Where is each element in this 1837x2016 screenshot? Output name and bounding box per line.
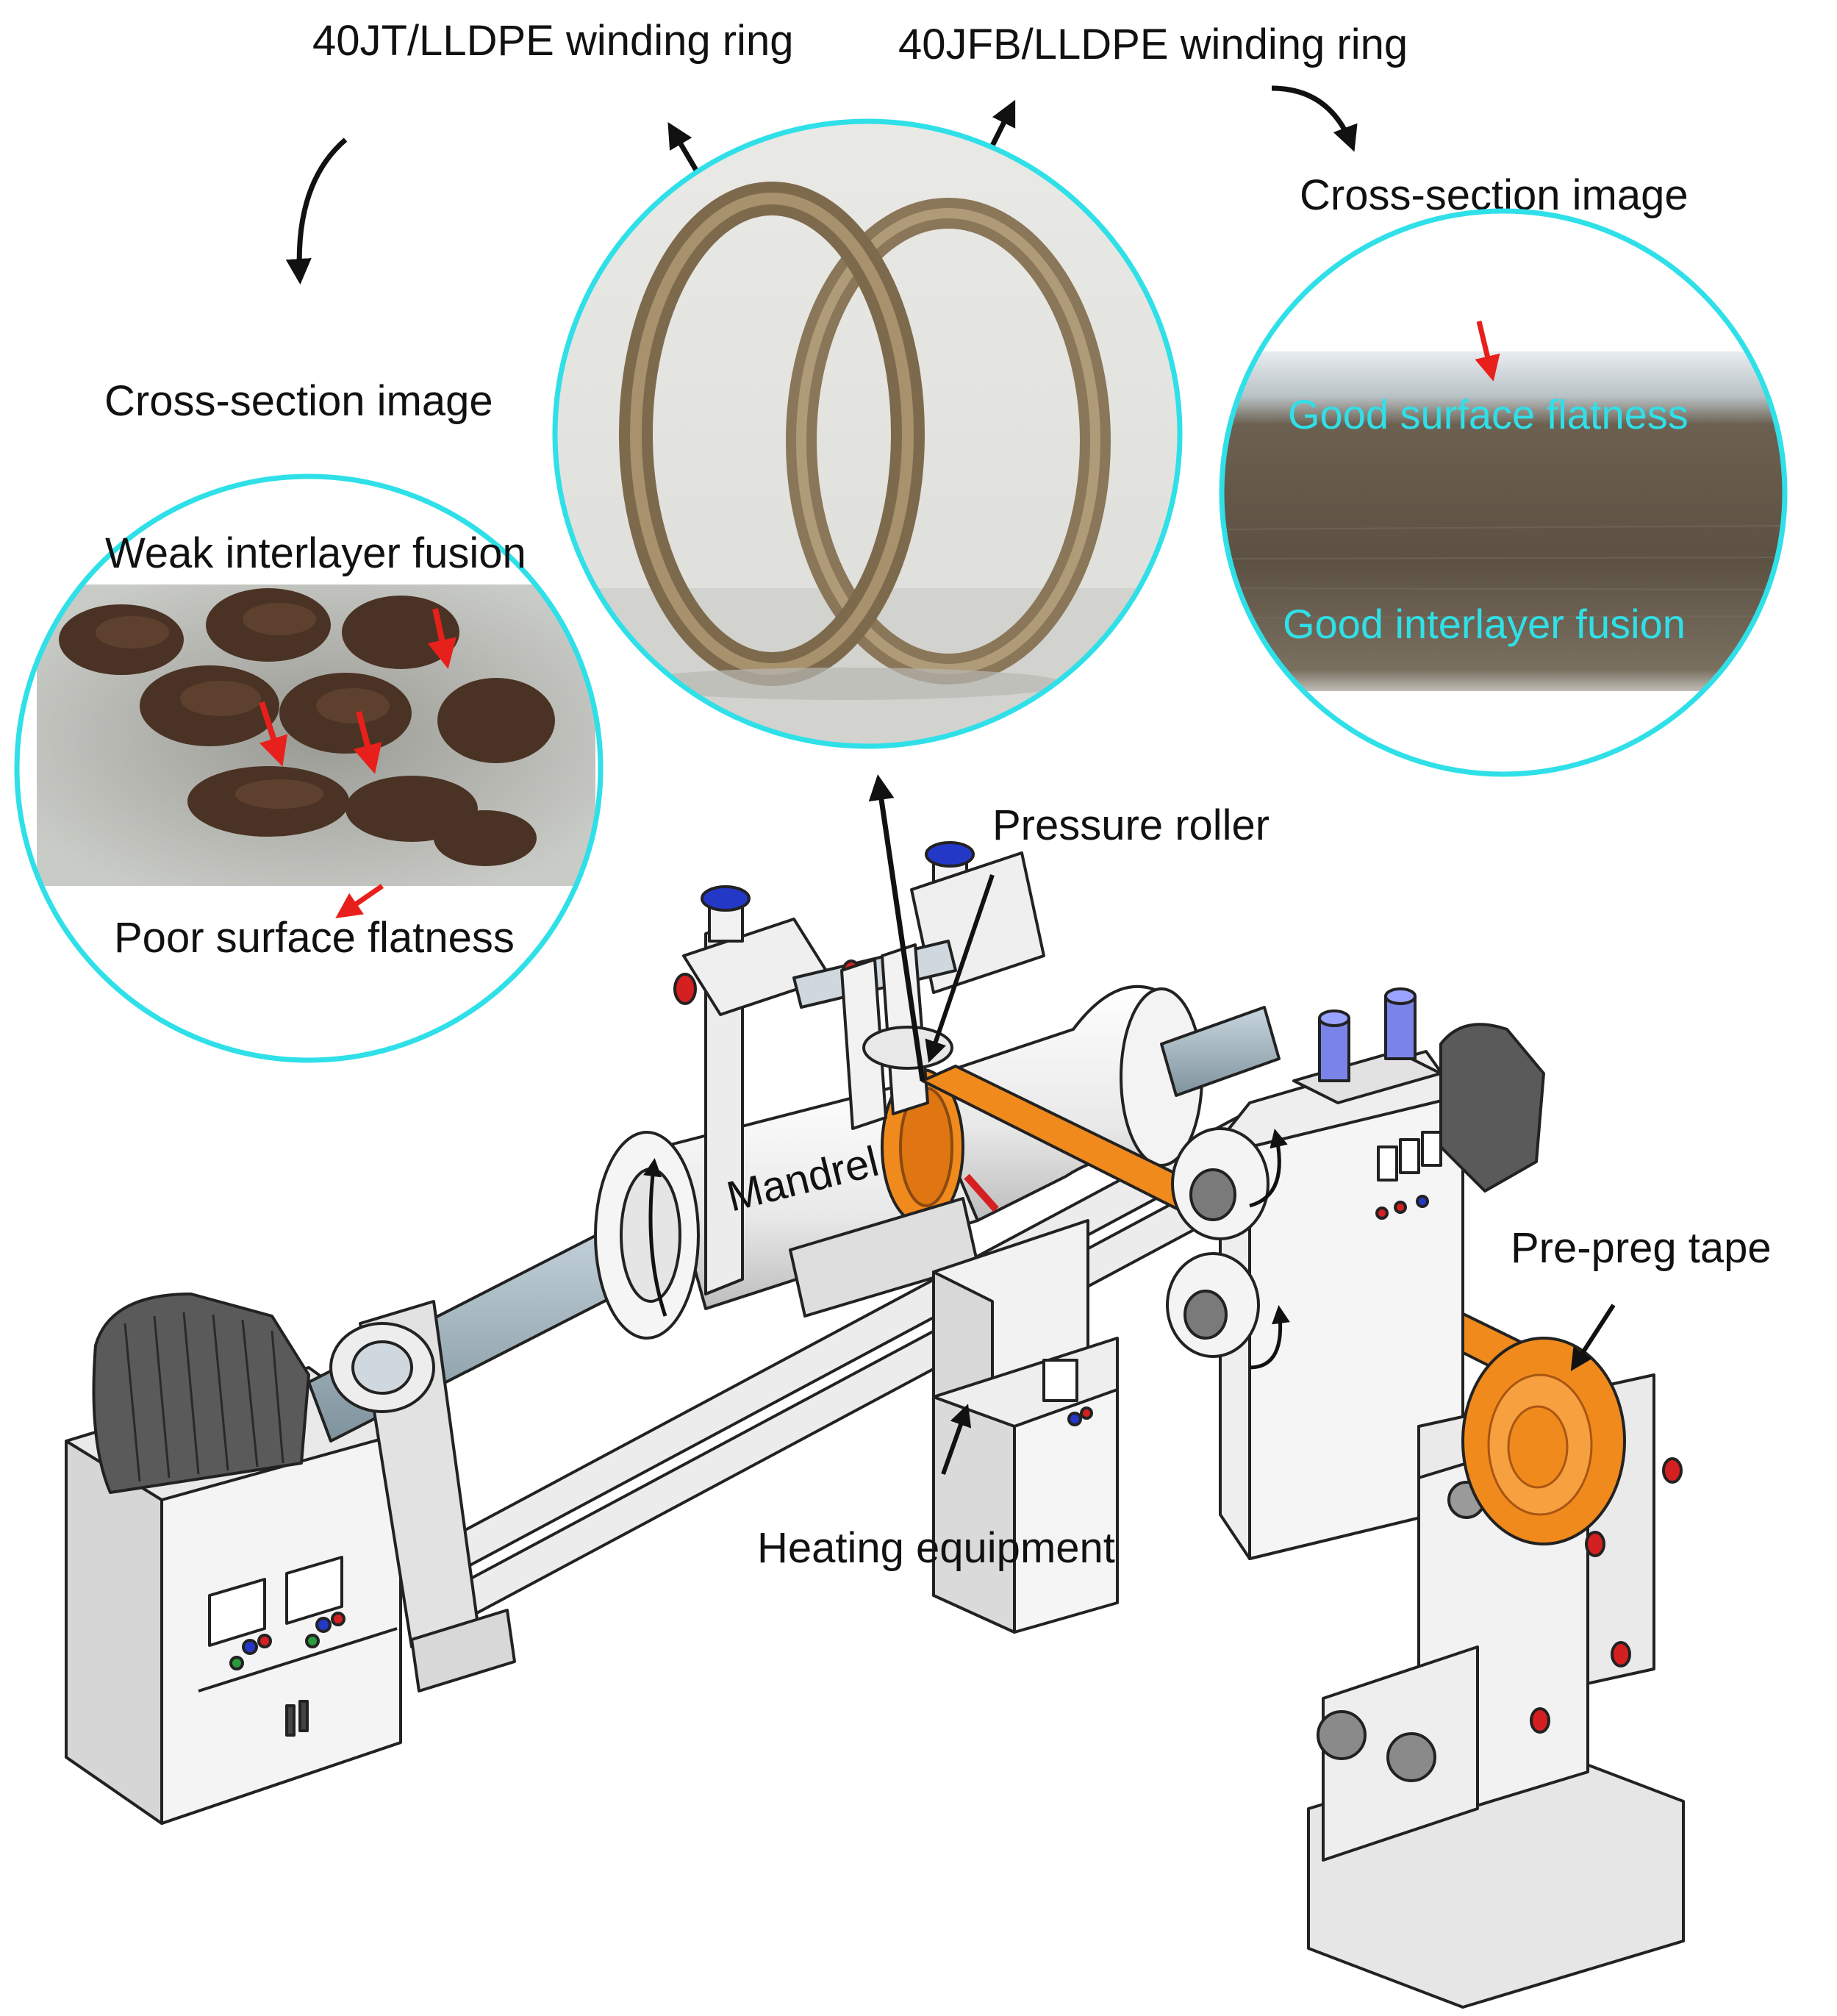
weak-fusion-label: Weak interlayer fusion — [105, 529, 526, 577]
ring-40jfb-label: 40JFB/LLDPE winding ring — [898, 21, 1408, 68]
cross-section-left-label: Cross-section image — [104, 377, 493, 425]
pre-preg-arrow — [1570, 1304, 1616, 1372]
red-arrow-1 — [427, 608, 456, 669]
winding-machine — [65, 841, 1685, 2009]
pressure-roller-arrow — [925, 874, 995, 1063]
curved-arrow-right — [1271, 85, 1358, 152]
heating-equipment-label: Heating equipment — [757, 1524, 1115, 1572]
rings-photo — [552, 118, 1183, 749]
poor-flatness-label: Poor surface flatness — [114, 914, 515, 962]
pressure-roller-label: Pressure roller — [992, 801, 1270, 849]
arrow-to-rings — [868, 774, 925, 1082]
red-arrow-4 — [335, 884, 384, 918]
lower-roller-rotation-arrow — [1249, 1305, 1290, 1370]
heating-arrow — [941, 1404, 972, 1476]
good-fusion-label: Good interlayer fusion — [1283, 601, 1686, 647]
pre-preg-tape-label: Pre-preg tape — [1511, 1224, 1772, 1272]
red-arrow-2 — [259, 701, 288, 767]
red-arrow-5 — [1475, 321, 1500, 382]
curved-arrow-left — [285, 137, 348, 285]
good-flatness-label: Good surface flatness — [1288, 391, 1689, 437]
upper-roller-rotation-arrow — [1249, 1129, 1288, 1208]
mandrel-rotation-arrow — [643, 1158, 667, 1317]
left-cross-section-photo — [14, 473, 604, 1063]
right-cross-section-photo — [1219, 208, 1788, 777]
red-arrow-3 — [353, 710, 382, 774]
ring-40jt-label: 40JT/LLDPE winding ring — [312, 17, 793, 65]
